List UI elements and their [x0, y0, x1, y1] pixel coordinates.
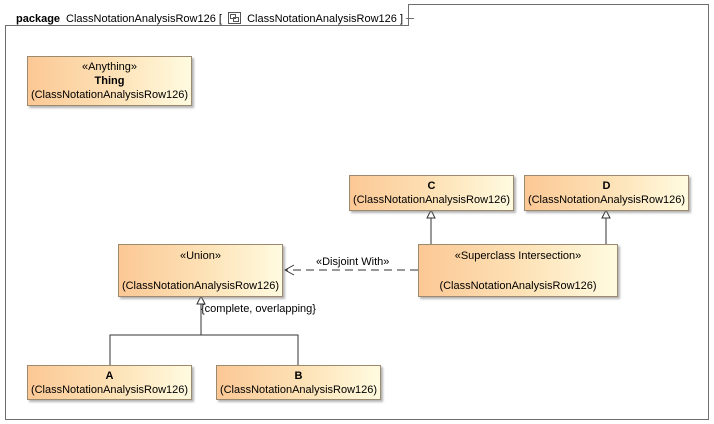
frame-name: ClassNotationAnalysisRow126 [66, 13, 216, 25]
class-intersection-tag: (ClassNotationAnalysisRow126) [439, 280, 597, 292]
class-d-tag: (ClassNotationAnalysisRow126) [527, 194, 686, 206]
class-superclass-intersection[interactable]: «Superclass Intersection» (ClassNotation… [418, 244, 618, 297]
frame-tab: package ClassNotationAnalysisRow126 [ Cla… [5, 4, 409, 26]
class-union-stereotype: «Union» [180, 250, 221, 262]
class-thing-stereotype: «Anything» [81, 61, 138, 73]
frame-keyword: package [16, 13, 61, 25]
frame-bracket-close: ] [399, 13, 403, 25]
generalization-set-label: {complete, overlapping} [201, 303, 316, 315]
generalization-edge-a[interactable] [109, 304, 202, 365]
class-b-tag: (ClassNotationAnalysisRow126) [219, 384, 378, 396]
class-d-name: D [602, 180, 611, 192]
class-thing-name: Thing [94, 75, 125, 87]
generalization-arrowhead-d [601, 208, 611, 219]
frame-diagram-name: ClassNotationAnalysisRow126 [247, 13, 397, 25]
generalization-arrowhead-c [426, 208, 436, 219]
class-union[interactable]: «Union» (ClassNotationAnalysisRow126) [118, 244, 283, 297]
disjoint-with-arrowhead [283, 264, 295, 276]
class-c-name: C [427, 180, 436, 192]
class-a-name: A [105, 370, 114, 382]
generalization-edge-b[interactable] [201, 334, 299, 365]
class-b-name: B [294, 370, 303, 382]
class-a-tag: (ClassNotationAnalysisRow126) [30, 384, 189, 396]
class-thing[interactable]: «Anything» Thing (ClassNotationAnalysisR… [27, 56, 192, 106]
class-thing-tag: (ClassNotationAnalysisRow126) [30, 89, 189, 101]
frame-bracket-open: [ [218, 13, 222, 25]
class-a[interactable]: A (ClassNotationAnalysisRow126) [27, 365, 192, 400]
class-diagram-icon [228, 12, 242, 24]
class-d[interactable]: D (ClassNotationAnalysisRow126) [524, 175, 689, 211]
class-b[interactable]: B (ClassNotationAnalysisRow126) [216, 365, 381, 400]
class-intersection-stereotype: «Superclass Intersection» [454, 250, 582, 262]
class-c-tag: (ClassNotationAnalysisRow126) [352, 194, 511, 206]
generalization-arrowhead-union [196, 294, 206, 305]
class-c[interactable]: C (ClassNotationAnalysisRow126) [349, 175, 514, 211]
class-union-tag: (ClassNotationAnalysisRow126) [121, 280, 280, 292]
disjoint-with-label: «Disjoint With» [316, 256, 390, 268]
